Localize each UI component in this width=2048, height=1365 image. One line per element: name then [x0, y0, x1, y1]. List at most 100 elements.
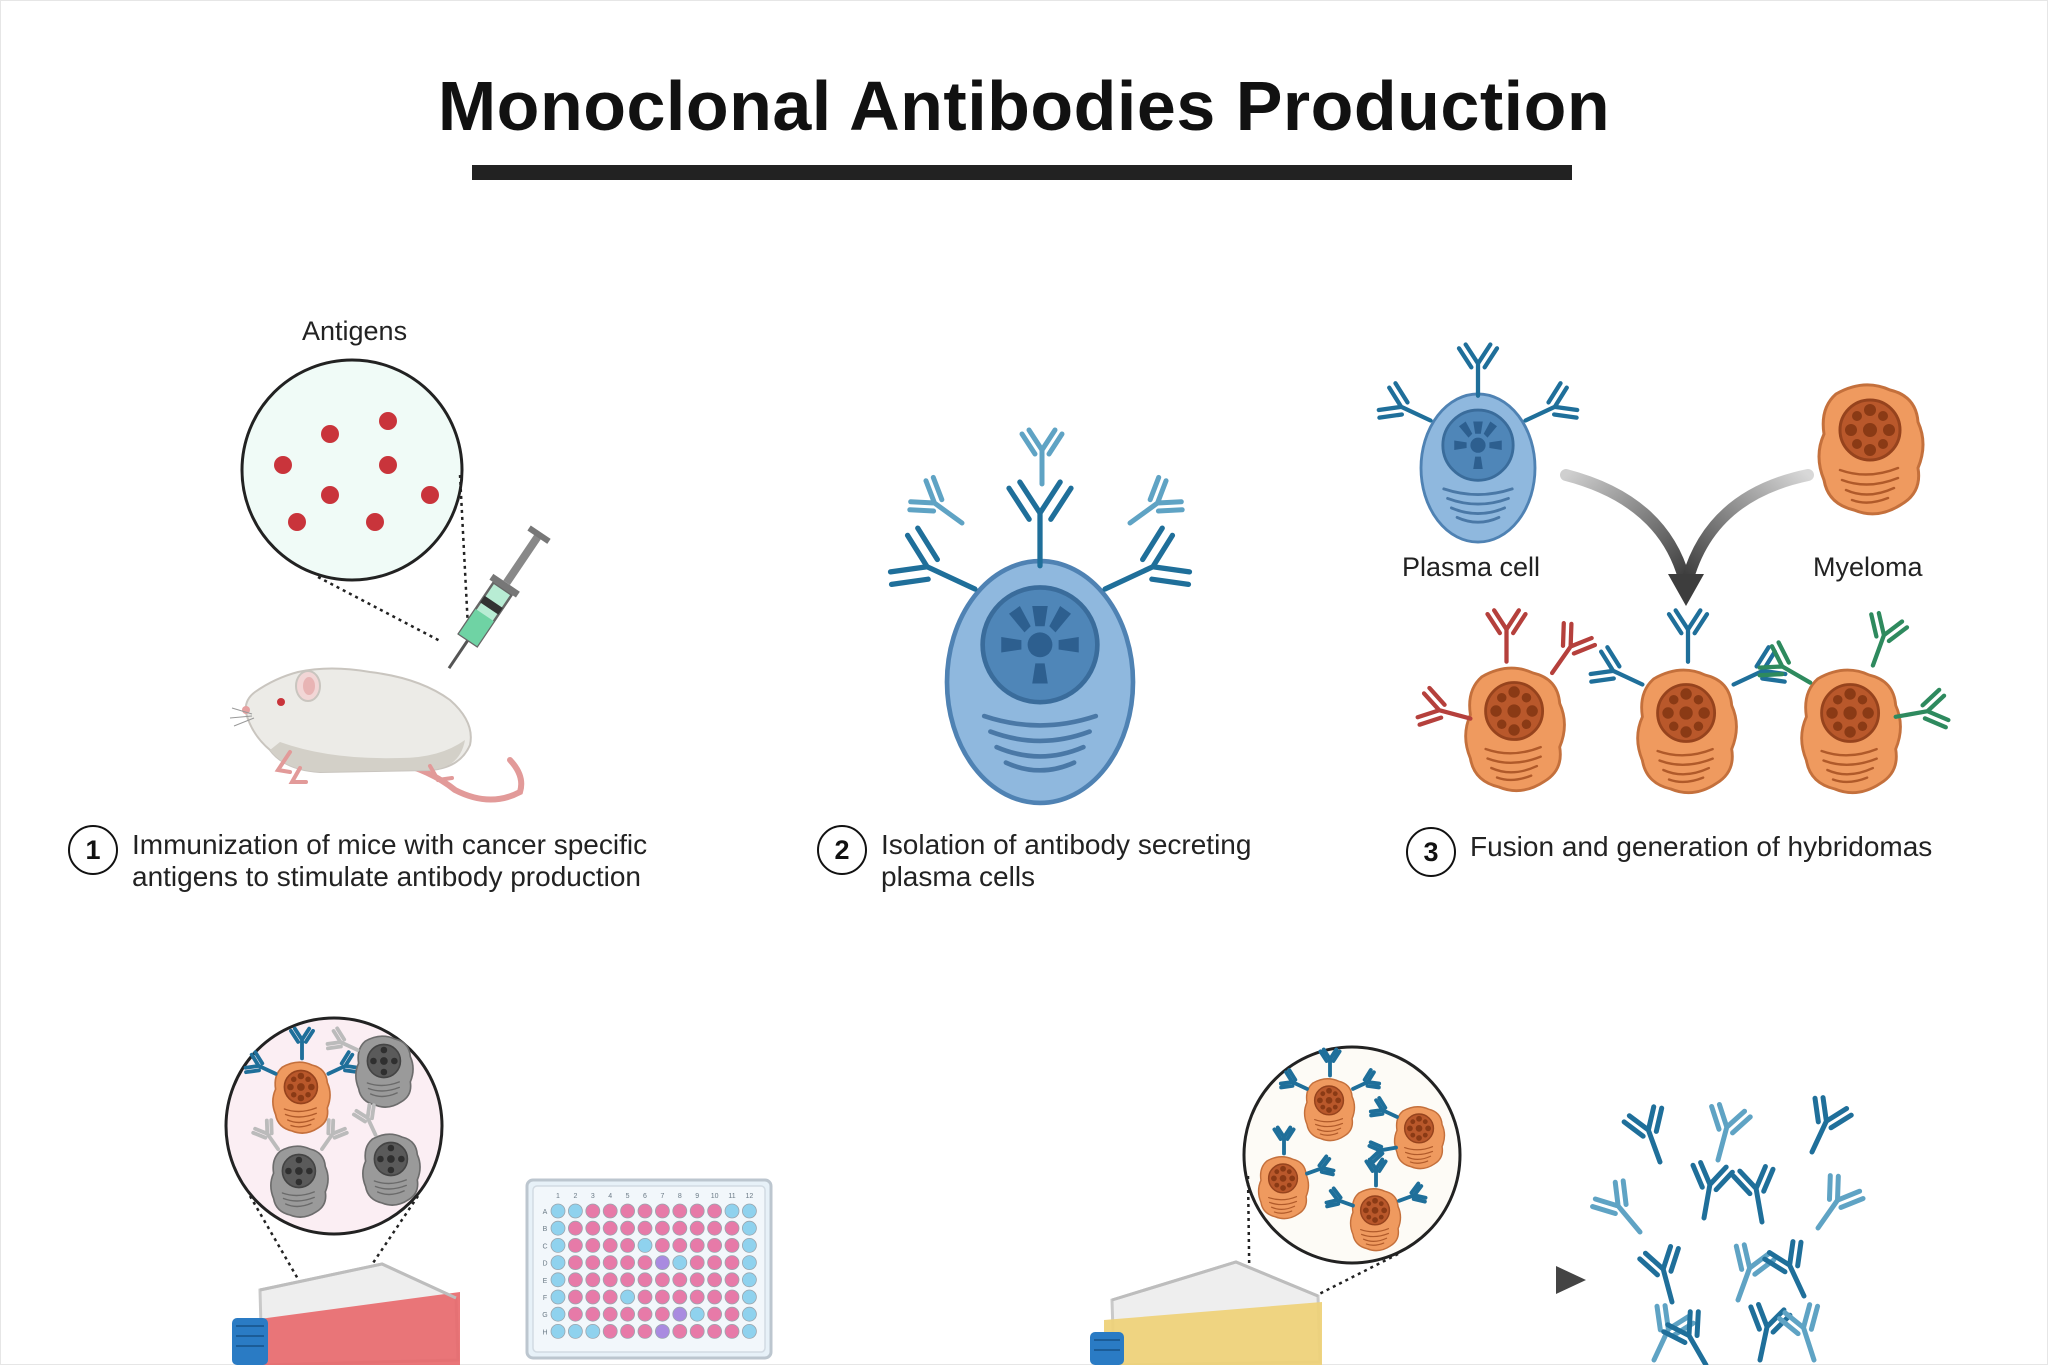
antibody-icon [1623, 1104, 1679, 1168]
plate-well [742, 1203, 757, 1219]
expansion-magnifier [1242, 1045, 1462, 1328]
plate-well [602, 1255, 618, 1270]
free-antibody-top [1022, 430, 1062, 484]
plate-well [672, 1238, 688, 1253]
mouse-icon [229, 667, 525, 803]
plate-well [550, 1203, 566, 1219]
plate-well [620, 1203, 635, 1219]
plate-well [724, 1203, 740, 1219]
plate-column-label: 3 [591, 1193, 595, 1200]
plate-well [602, 1220, 618, 1236]
culture-flask-yellow [1090, 1260, 1322, 1365]
step-1: 1 Immunization of mice with cancer speci… [68, 825, 647, 893]
plate-well [742, 1220, 757, 1236]
plate-well [672, 1289, 688, 1305]
plate-column-label: 2 [573, 1193, 577, 1200]
plate-column-label: 8 [678, 1193, 682, 1200]
title-underline [472, 165, 1572, 180]
antibody-icon [1684, 1161, 1733, 1221]
plate-well [672, 1220, 688, 1236]
plate-well [602, 1306, 618, 1322]
plate-well [707, 1220, 722, 1236]
plate-well [724, 1324, 740, 1339]
fusion-arrow [1560, 469, 1814, 606]
plate-well [689, 1220, 705, 1236]
step-1-line-1: Immunization of mice with cancer specifi… [132, 829, 648, 860]
plate-well [568, 1220, 583, 1236]
plate-well [689, 1272, 705, 1288]
plate-well [689, 1289, 705, 1305]
plate-well [689, 1238, 705, 1253]
plate-well [724, 1220, 740, 1236]
myeloma-label: Myeloma [1813, 552, 1923, 582]
plate-well [689, 1255, 705, 1270]
plate-well [672, 1324, 688, 1339]
antibody-icon [1662, 1308, 1724, 1365]
step-2-line-1: Isolation of antibody secreting [881, 829, 1252, 860]
hybridoma-green [1756, 611, 1949, 795]
plate-well [550, 1220, 566, 1236]
plate-well [620, 1238, 635, 1253]
plate-well [550, 1289, 566, 1305]
antibody-icon [1733, 1165, 1782, 1225]
plate-row-label: G [542, 1312, 547, 1319]
plate-well [550, 1238, 566, 1253]
page-title: Monoclonal Antibodies Production [437, 67, 1611, 145]
plate-well [620, 1272, 635, 1288]
plate-well [672, 1272, 688, 1288]
plate-well [724, 1255, 740, 1270]
antigen-magnifier [240, 358, 470, 644]
plate-well [585, 1238, 601, 1253]
plate-well [742, 1272, 757, 1288]
plate-column-label: 11 [728, 1193, 735, 1200]
plate-well [620, 1289, 635, 1305]
harvest-arrow [1431, 1266, 1586, 1294]
plate-row-label: F [543, 1295, 547, 1302]
plate-well [637, 1255, 653, 1270]
antibody-icon [1778, 1302, 1833, 1365]
plate-well [585, 1324, 601, 1339]
plate-well [655, 1220, 670, 1236]
plate-well [637, 1289, 653, 1305]
myeloma-cell [1817, 383, 1925, 516]
plate-well [742, 1289, 757, 1305]
plate-well [655, 1255, 670, 1270]
hybridoma-blue [1588, 610, 1788, 795]
plate-row-label: E [543, 1278, 548, 1285]
plate-column-label: 4 [608, 1193, 612, 1200]
plate-well [585, 1203, 601, 1219]
plate-well [637, 1306, 653, 1322]
plate-well [724, 1289, 740, 1305]
step-3-line-1: Fusion and generation of hybridomas [1470, 831, 1933, 862]
plate-column-label: 5 [626, 1193, 630, 1200]
antigens-label: Antigens [302, 316, 408, 346]
plate-well [655, 1289, 670, 1305]
plate-well [550, 1272, 566, 1288]
step-2-line-2: plasma cells [881, 861, 1036, 892]
plate-well [707, 1238, 722, 1253]
plate-well [602, 1203, 618, 1219]
plate-column-label: 1 [556, 1193, 560, 1200]
plate-well [602, 1272, 618, 1288]
plate-well [689, 1324, 705, 1339]
plate-well [620, 1306, 635, 1322]
plate-well [585, 1272, 601, 1288]
plate-well [637, 1324, 653, 1339]
syringe-icon [447, 525, 551, 670]
plate-well [724, 1306, 740, 1322]
antibody-icon [1590, 1178, 1655, 1245]
step-3-number: 3 [1406, 827, 1456, 877]
plate-row-label: D [542, 1261, 547, 1268]
plate-well [620, 1255, 635, 1270]
step-3-description: Fusion and generation of hybridomas [1470, 831, 1932, 863]
plate-column-label: 9 [695, 1193, 699, 1200]
culture-flask-red [232, 1262, 460, 1365]
step-2-number: 2 [817, 825, 867, 875]
plate-well [689, 1203, 705, 1219]
plate-well [585, 1289, 601, 1305]
antibody-icon [1794, 1095, 1853, 1161]
plate-well [724, 1238, 740, 1253]
